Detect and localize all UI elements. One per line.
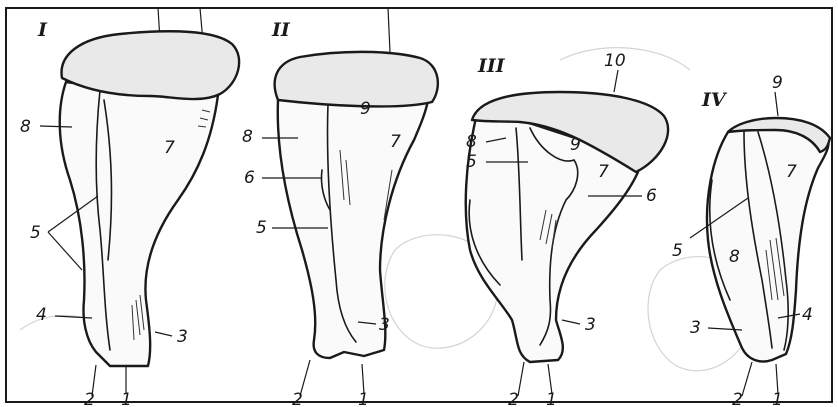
panel-i-label-4: 4 xyxy=(36,305,47,325)
panel-ii-label-9: 9 xyxy=(360,99,371,119)
panel-i-cartilage xyxy=(62,31,240,99)
panel-iv-bone xyxy=(707,120,829,362)
panel-ii-cartilage xyxy=(275,52,438,107)
panel-ii-numeral: II xyxy=(271,19,291,41)
panel-ii-label-6: 6 xyxy=(244,168,255,188)
panel-iv-numeral: IV xyxy=(701,89,728,111)
panel-iv-label-1: 1 xyxy=(772,390,783,407)
panel-iii-label-5: 5 xyxy=(466,152,477,172)
panel-i: I 8 7 5 4 3 2 1 xyxy=(20,8,239,407)
panel-i-label-1: 1 xyxy=(121,390,132,407)
panel-i-label-8: 8 xyxy=(20,117,31,137)
panel-iv-label-2: 2 xyxy=(732,390,743,407)
panel-iv-label-8: 8 xyxy=(729,247,740,267)
panel-i-label-2: 2 xyxy=(84,390,95,407)
panel-iii-numeral: III xyxy=(477,55,506,77)
panel-iv-label-5: 5 xyxy=(672,241,683,261)
panel-iii-label-6: 6 xyxy=(646,186,657,206)
panel-iii-label-2: 2 xyxy=(508,390,519,407)
panel-ii-label-5: 5 xyxy=(256,218,267,238)
panel-iii: III 10 8 9 5 7 6 3 2 1 xyxy=(466,51,668,407)
panel-iii-label-1: 1 xyxy=(546,390,557,407)
panel-ii-label-2: 2 xyxy=(292,390,303,407)
panel-iv-label-4: 4 xyxy=(802,305,813,325)
panel-iii-label-10: 10 xyxy=(604,51,626,71)
panel-iii-label-9: 9 xyxy=(570,135,581,155)
panel-iii-label-3: 3 xyxy=(585,315,596,335)
panel-iv-label-7: 7 xyxy=(786,162,797,182)
panel-i-numeral: I xyxy=(37,19,48,41)
panel-iv: IV 9 7 5 8 3 4 2 1 xyxy=(672,73,830,407)
panel-iii-label-8: 8 xyxy=(466,132,477,152)
panel-ii-label-7: 7 xyxy=(390,132,401,152)
panel-iii-label-7: 7 xyxy=(598,162,609,182)
panel-iv-label-9: 9 xyxy=(772,73,783,93)
panel-i-label-5: 5 xyxy=(30,223,41,243)
panel-ii: II 9 8 7 6 5 3 2 1 xyxy=(242,8,438,407)
panel-ii-label-3: 3 xyxy=(379,315,390,335)
panel-ii-label-8: 8 xyxy=(242,127,253,147)
panel-iv-label-3: 3 xyxy=(690,318,701,338)
panel-i-label-3: 3 xyxy=(177,327,188,347)
panel-ii-bone xyxy=(278,100,428,358)
panel-i-label-7: 7 xyxy=(164,138,175,158)
panel-ii-label-1: 1 xyxy=(358,390,369,407)
